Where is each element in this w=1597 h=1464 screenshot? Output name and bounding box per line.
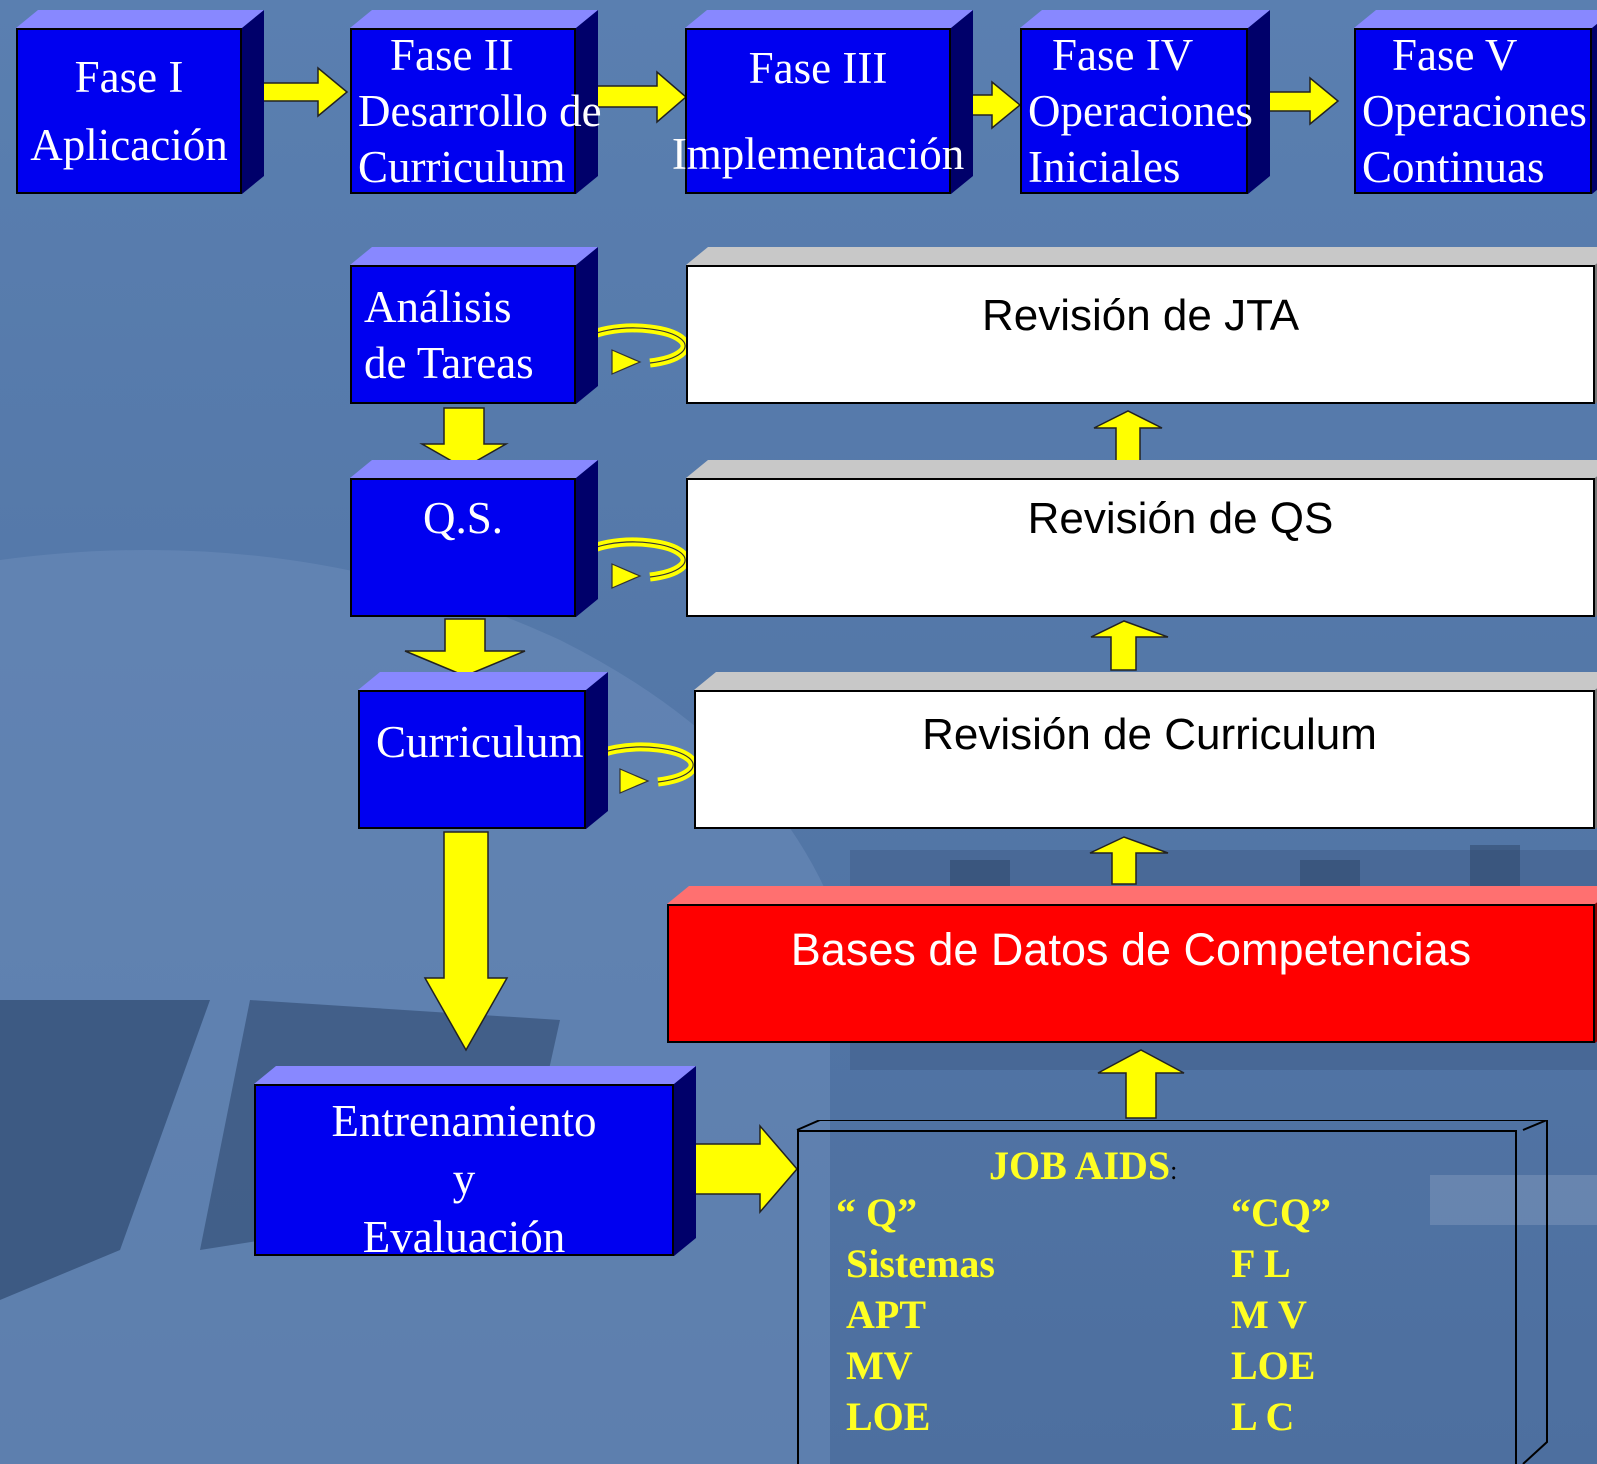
phase-box-2: Fase II Desarrollo de Curriculum	[350, 10, 602, 194]
job-aids-left-item: MV	[846, 1343, 913, 1388]
review-jta-label: Revisión de JTA	[981, 291, 1300, 340]
job-aids-right-item: “CQ”	[1231, 1190, 1331, 1235]
job-aids-right-item: LOE	[1231, 1343, 1316, 1388]
phase-2-line-3: Curriculum	[358, 142, 566, 192]
task-analysis-line-1: Análisis	[364, 281, 512, 332]
review-curriculum-box: Revisión de Curriculum	[694, 672, 1597, 829]
up-arrow-qs	[1090, 620, 1169, 671]
job-aids-left-item: “ Q”	[836, 1190, 918, 1235]
phase-box-4: Fase IV Operaciones Iniciales	[1020, 10, 1270, 194]
job-aids-title-colon: :	[1170, 1156, 1178, 1185]
job-aids-right-column: “CQ” F L M V LOE L C	[1231, 1187, 1331, 1442]
training-line-1: Entrenamiento	[331, 1096, 597, 1146]
phase-2-line-2: Desarrollo de	[358, 86, 602, 136]
phase-4-line-1: Fase IV	[1052, 30, 1194, 80]
qs-label: Q.S.	[422, 493, 504, 543]
review-curriculum-label: Revisión de Curriculum	[922, 710, 1377, 759]
phase-5-line-3: Continuas	[1362, 142, 1545, 192]
task-analysis-line-2: de Tareas	[364, 337, 534, 388]
phase-box-5: Fase V Operaciones Continuas	[1354, 10, 1597, 194]
curriculum-label: Curriculum	[376, 717, 584, 767]
up-arrow-database	[1097, 1049, 1185, 1119]
job-aids-left-item: LOE	[846, 1394, 931, 1439]
phase-5-line-2: Operaciones	[1362, 86, 1587, 136]
job-aids-left-item: APT	[846, 1292, 926, 1337]
job-aids-box: JOB AIDS: “ Q” Sistemas APT MV LOE “CQ” …	[797, 1130, 1517, 1464]
curriculum-box: Curriculum	[358, 672, 608, 829]
phase-4-line-3: Iniciales	[1028, 142, 1181, 192]
phase-arrow-4	[1261, 76, 1340, 126]
phase-2-line-1: Fase II	[390, 30, 514, 80]
phase-arrow-2	[590, 70, 688, 124]
down-arrow-2	[404, 618, 526, 677]
task-analysis-box: Análisis de Tareas	[350, 247, 598, 404]
job-aids-box-frame	[796, 1120, 1548, 1464]
down-arrow-3	[423, 831, 509, 1052]
job-aids-title-text: JOB AIDS	[989, 1143, 1171, 1188]
phase-5-line-1: Fase V	[1392, 30, 1518, 80]
phase-box-3: Fase III Implementación	[672, 10, 973, 194]
down-arrow-1	[419, 407, 509, 469]
competency-database-label: Bases de Datos de Competencias	[790, 924, 1472, 975]
qs-box: Q.S.	[350, 460, 598, 617]
review-qs-box: Revisión de QS	[686, 460, 1597, 617]
training-line-2: y	[452, 1154, 476, 1204]
phase-4-line-2: Operaciones	[1028, 86, 1253, 136]
competency-database-box: Bases de Datos de Competencias	[667, 886, 1597, 1043]
phase-3-line-1: Fase III	[748, 42, 888, 93]
job-aids-left-item: Sistemas	[846, 1241, 995, 1286]
job-aids-right-item: F L	[1231, 1241, 1291, 1286]
phase-3-line-2: Implementación	[671, 129, 965, 179]
review-qs-label: Revisión de QS	[1027, 494, 1334, 543]
phase-1-line-2: Aplicación	[30, 120, 228, 170]
job-aids-title: JOB AIDS:	[989, 1142, 1177, 1189]
phase-1-line-1: Fase I	[74, 51, 184, 102]
training-evaluation-box: Entrenamiento y Evaluación	[254, 1066, 696, 1262]
job-aids-right-item: L C	[1231, 1394, 1295, 1439]
right-arrow-job-aids	[694, 1123, 798, 1215]
phase-arrow-1	[261, 66, 349, 118]
training-line-3: Evaluación	[362, 1212, 566, 1262]
job-aids-left-column: “ Q” Sistemas APT MV LOE	[836, 1187, 995, 1442]
up-arrow-curriculum	[1089, 836, 1169, 885]
job-aids-right-item: M V	[1231, 1292, 1307, 1337]
up-arrow-jta	[1093, 410, 1163, 463]
review-jta-box: Revisión de JTA	[686, 247, 1597, 404]
phase-box-1: Fase I Aplicación	[16, 10, 264, 194]
